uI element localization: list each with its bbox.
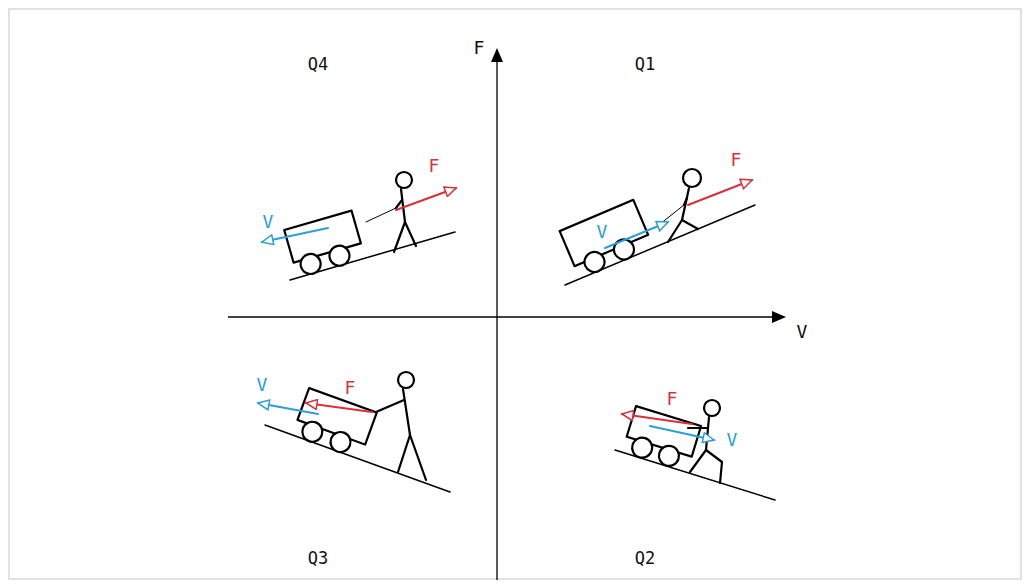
axes xyxy=(228,48,786,580)
velocity-label: V xyxy=(597,223,608,241)
velocity-label: V xyxy=(257,376,268,394)
quadrant-label: Q4 xyxy=(308,56,328,73)
axis-label: F xyxy=(474,39,485,57)
quadrant-label: Q3 xyxy=(308,550,328,567)
quadrant-label: Q1 xyxy=(635,56,655,73)
velocity-label: V xyxy=(263,213,274,231)
frame xyxy=(9,9,1021,579)
axis-label: V xyxy=(797,323,808,341)
force-label: F xyxy=(667,390,678,408)
quadrant-label: Q2 xyxy=(635,550,655,567)
q1-scene xyxy=(560,169,755,285)
force-label: F xyxy=(731,151,742,169)
q2-scene xyxy=(615,400,775,500)
force-label: F xyxy=(429,157,440,175)
q3-scene xyxy=(258,372,450,492)
force-label: F xyxy=(345,379,356,397)
q4-scene xyxy=(262,172,456,280)
velocity-label: V xyxy=(727,431,738,449)
